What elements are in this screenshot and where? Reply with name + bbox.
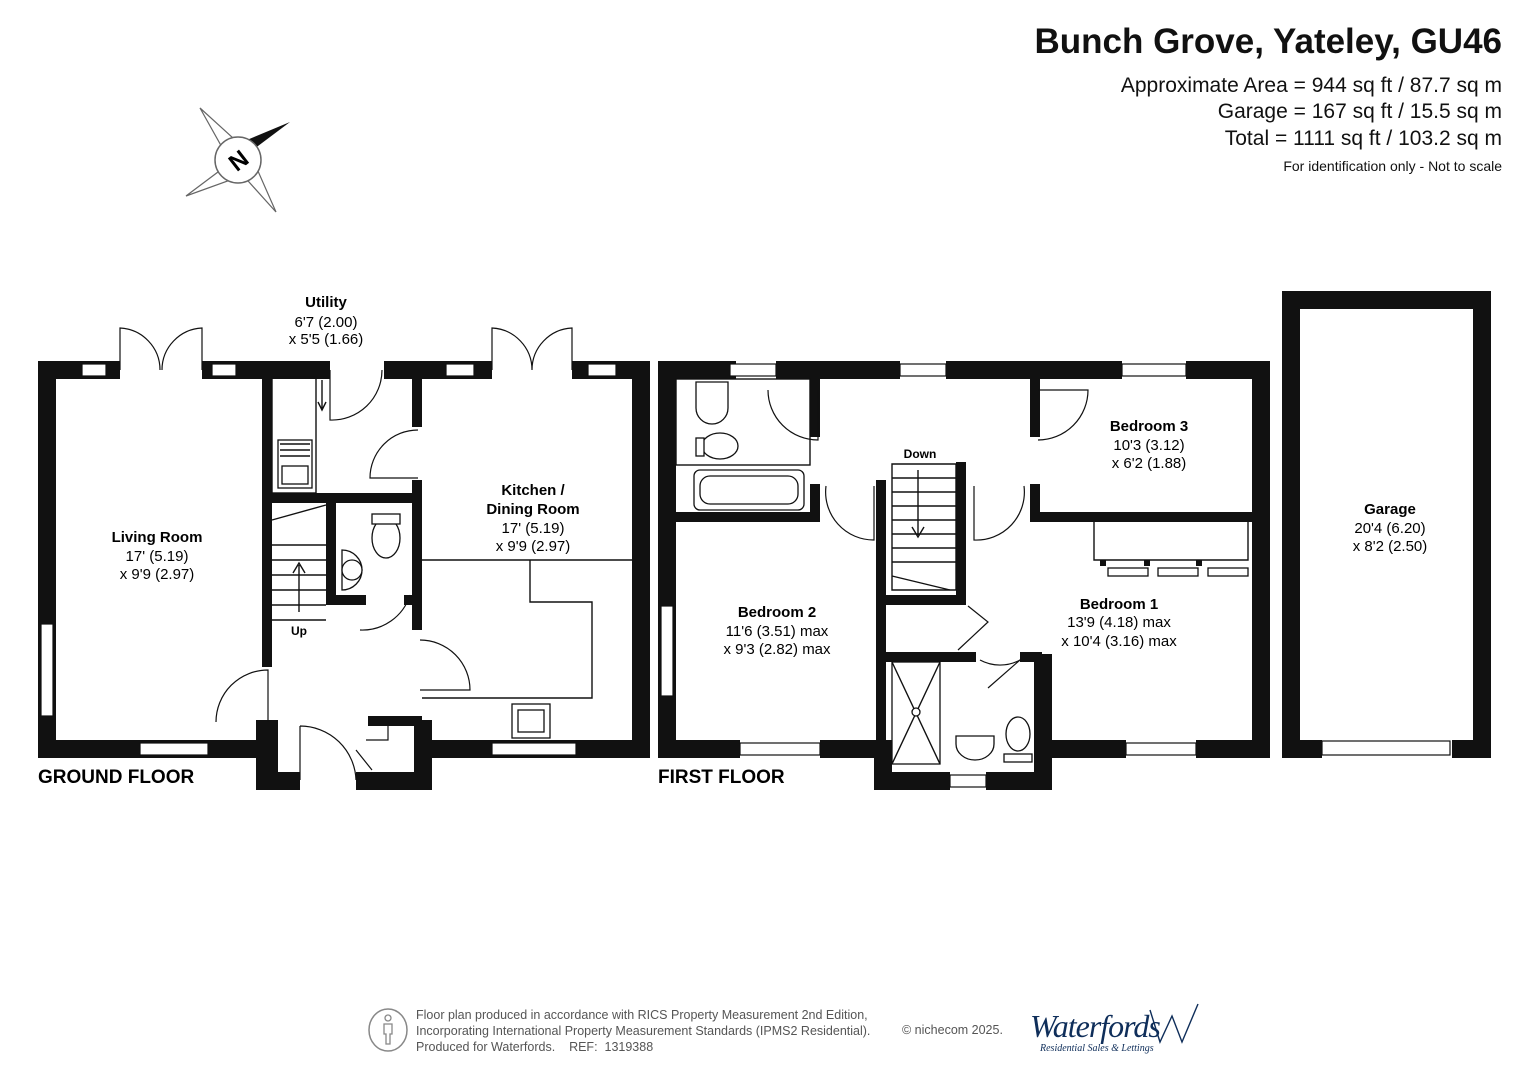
bedroom-2-dim-2: x 9'3 (2.82) max	[723, 641, 831, 658]
brand-tagline: Residential Sales & Lettings	[1040, 1043, 1154, 1054]
footer-line-1: Floor plan produced in accordance with R…	[416, 1008, 868, 1022]
bedroom-2-dim-1: 11'6 (3.51) max	[726, 623, 829, 640]
total-area: Total = 1111 sq ft / 103.2 sq m	[1224, 127, 1502, 150]
north-arrow-icon: N	[185, 107, 290, 213]
footer-line-3: Produced for Waterfords. REF: 1319388	[416, 1040, 654, 1054]
first-floor-label: FIRST FLOOR	[658, 767, 785, 788]
garage-dim-1: 20'4 (6.20)	[1354, 520, 1425, 537]
living-room-dim-1: 17' (5.19)	[126, 548, 189, 565]
brand-name: Waterfords	[1030, 1008, 1161, 1044]
garage-name: Garage	[1364, 501, 1416, 518]
kitchen-name-1: Kitchen /	[501, 482, 565, 499]
ground-floor-plan	[38, 327, 650, 790]
bedroom-2-name: Bedroom 2	[738, 604, 816, 621]
kitchen-dim-2: x 9'9 (2.97)	[496, 538, 571, 555]
utility-dim-1: 6'7 (2.00)	[295, 314, 358, 331]
living-room-dim-2: x 9'9 (2.97)	[120, 566, 195, 583]
kitchen-name-2: Dining Room	[486, 501, 579, 518]
approximate-area: Approximate Area = 944 sq ft / 87.7 sq m	[1120, 74, 1502, 97]
ground-floor-label: GROUND FLOOR	[38, 767, 194, 788]
footer-copyright: © nichecom 2025.	[902, 1023, 1003, 1037]
first-floor-plan	[658, 361, 1270, 790]
scale-note: For identification only - Not to scale	[1283, 158, 1502, 174]
brand-logo-icon	[1149, 1003, 1199, 1044]
stairs-down-label: Down	[904, 447, 937, 461]
bedroom-3-dim-1: 10'3 (3.12)	[1113, 437, 1184, 454]
person-icon	[368, 1008, 408, 1052]
footer-line-2: Incorporating International Property Mea…	[416, 1024, 871, 1038]
footer-disclaimer: Floor plan produced in accordance with R…	[416, 1007, 870, 1055]
bedroom-1-dim-2: x 10'4 (3.16) max	[1061, 633, 1177, 650]
living-room-name: Living Room	[112, 529, 203, 546]
stairs-up-label: Up	[291, 624, 307, 638]
page-title: Bunch Grove, Yateley, GU46	[1034, 22, 1502, 61]
garage-dim-2: x 8'2 (2.50)	[1353, 538, 1428, 555]
utility-name: Utility	[305, 294, 347, 311]
garage-plan	[1282, 291, 1491, 758]
bedroom-3-name: Bedroom 3	[1110, 418, 1188, 435]
bedroom-3-dim-2: x 6'2 (1.88)	[1112, 455, 1187, 472]
kitchen-dim-1: 17' (5.19)	[502, 520, 565, 537]
bedroom-1-dim-1: 13'9 (4.18) max	[1067, 614, 1171, 631]
utility-dim-2: x 5'5 (1.66)	[289, 331, 364, 348]
bedroom-1-name: Bedroom 1	[1080, 596, 1158, 613]
garage-area: Garage = 167 sq ft / 15.5 sq m	[1217, 100, 1502, 123]
